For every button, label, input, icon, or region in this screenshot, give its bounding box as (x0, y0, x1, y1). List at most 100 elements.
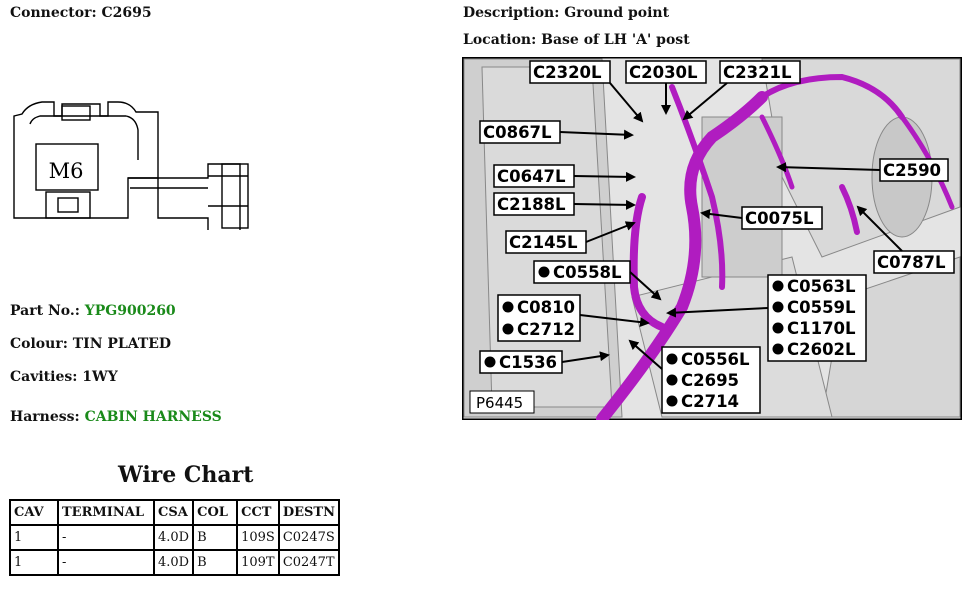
stud-label: M6 (49, 159, 84, 183)
callout-c0075l: C0075L (745, 209, 814, 228)
arrow-c2320l (609, 82, 644, 123)
header-csa: CSA (152, 499, 195, 526)
harness-value[interactable]: CABIN HARNESS (84, 409, 222, 425)
wire-chart-table: CAV TERMINAL CSA COL CCT DESTN 1 - 4.0D … (9, 499, 340, 576)
harness-branch (839, 184, 860, 235)
arrow-c2145l (585, 221, 636, 243)
cavities-field: Cavities: 1WY (10, 369, 118, 385)
callout-c0556l: C0556L (681, 350, 750, 369)
header-terminal: TERMINAL (57, 499, 155, 526)
arrow-c0556 (628, 339, 663, 370)
connector-top-tab (61, 105, 91, 121)
callout-c0563-group-box (767, 274, 867, 362)
cell-destn[interactable]: C0247S (277, 524, 340, 551)
bracket (701, 116, 783, 278)
stud-box (35, 143, 99, 191)
cell-cct: 109T (236, 549, 280, 576)
callout-c2321l-box (719, 60, 801, 84)
callout-c2188l: C2188L (497, 195, 566, 214)
callout-c2695: C2695 (681, 371, 739, 390)
cell-col: B (192, 549, 239, 576)
callout-c1536: C1536 (499, 353, 557, 372)
harness-field: Harness: CABIN HARNESS (10, 409, 222, 425)
description-field: Description: Ground point (463, 5, 669, 21)
callout-c2712: C2712 (517, 320, 575, 339)
bullet-icon (772, 280, 784, 292)
header-cct: CCT (236, 499, 280, 526)
harness-main-trunk (596, 91, 768, 420)
connector-terminal-end (221, 163, 249, 229)
callout-c0867l: C0867L (483, 123, 552, 142)
figure-id-box (469, 390, 535, 414)
colour-value: TIN PLATED (72, 336, 172, 352)
bullet-icon (502, 323, 514, 335)
arrow-c0563 (666, 307, 769, 318)
callout-c2602l: C2602L (787, 340, 856, 359)
cell-terminal: - (57, 549, 155, 576)
harness-branch (759, 114, 795, 190)
cell-cav: 1 (9, 524, 59, 551)
table-row: 1 - 4.0D B 109T C0247T (9, 549, 340, 576)
connector-lower-slot (57, 197, 79, 213)
callout-c1170l: C1170L (787, 319, 856, 338)
callout-c0558l: C0558L (553, 263, 622, 282)
cell-terminal: - (57, 524, 155, 551)
callout-c2714: C2714 (681, 392, 739, 411)
callout-c2145l: C2145L (509, 233, 578, 252)
bullet-icon (666, 353, 678, 365)
location-value: Base of LH 'A' post (541, 32, 690, 48)
cavities-value: 1WY (82, 369, 118, 385)
arrow-c0787l (856, 205, 903, 252)
connector-drawing: M6 (13, 101, 249, 230)
connector-field: Connector: C2695 (10, 5, 152, 21)
header-cav: CAV (9, 499, 59, 526)
harness-label: Harness: (10, 409, 80, 425)
callout-c0556-group-box (661, 346, 761, 414)
part-no-field: Part No.: YPG900260 (10, 303, 176, 319)
callout-c0787l: C0787L (877, 253, 946, 272)
callout-c2320l: C2320L (533, 63, 602, 82)
arrow-c2321l (682, 82, 728, 121)
location-field: Location: Base of LH 'A' post (463, 32, 690, 48)
callout-c2590: C2590 (883, 161, 941, 180)
connector-lower-box (45, 191, 91, 219)
callout-c0787l-box (873, 250, 955, 274)
callout-c0563l: C0563L (787, 277, 856, 296)
arrow-c0558l (629, 271, 662, 301)
description-value: Ground point (564, 5, 670, 21)
bullet-icon (502, 301, 514, 313)
cell-col: B (192, 524, 239, 551)
bullet-icon (666, 395, 678, 407)
cell-csa: 4.0D (152, 524, 195, 551)
cell-cav: 1 (9, 549, 59, 576)
callout-c2030l: C2030L (629, 63, 698, 82)
location-photo: C2320L C2030L C2321L C0867L C0647L C2188… (462, 57, 962, 420)
cell-destn[interactable]: C0247T (277, 549, 340, 576)
figure-id: P6445 (476, 394, 523, 412)
connector-tail-outline (128, 163, 241, 230)
table-row: 1 - 4.0D B 109S C0247S (9, 524, 340, 551)
arrow-c2188l (573, 199, 636, 210)
bullet-icon (772, 301, 784, 313)
arrow-c0867l (559, 129, 634, 140)
header-destn: DESTN (277, 499, 340, 526)
callout-c2320l-box (529, 60, 611, 84)
cell-cct: 109S (236, 524, 280, 551)
location-label: Location: (463, 32, 537, 48)
wire-chart-header-row: CAV TERMINAL CSA COL CCT DESTN (9, 499, 340, 526)
arrow-c1536 (561, 351, 610, 363)
part-no-value[interactable]: YPG900260 (84, 303, 176, 319)
callout-c0810-group-box (497, 294, 581, 342)
cell-csa: 4.0D (152, 549, 195, 576)
arrow-c0647l (573, 171, 636, 182)
connector-value: C2695 (101, 5, 152, 21)
bullet-icon (772, 343, 784, 355)
callout-c0559l: C0559L (787, 298, 856, 317)
arrow-c0075l (700, 209, 743, 219)
connector-label: Connector: (10, 5, 97, 21)
cavities-label: Cavities: (10, 369, 78, 385)
connector-inner-arc (29, 115, 139, 160)
bullet-icon (538, 266, 550, 278)
bullet-icon (666, 374, 678, 386)
callout-c2321l: C2321L (723, 63, 792, 82)
